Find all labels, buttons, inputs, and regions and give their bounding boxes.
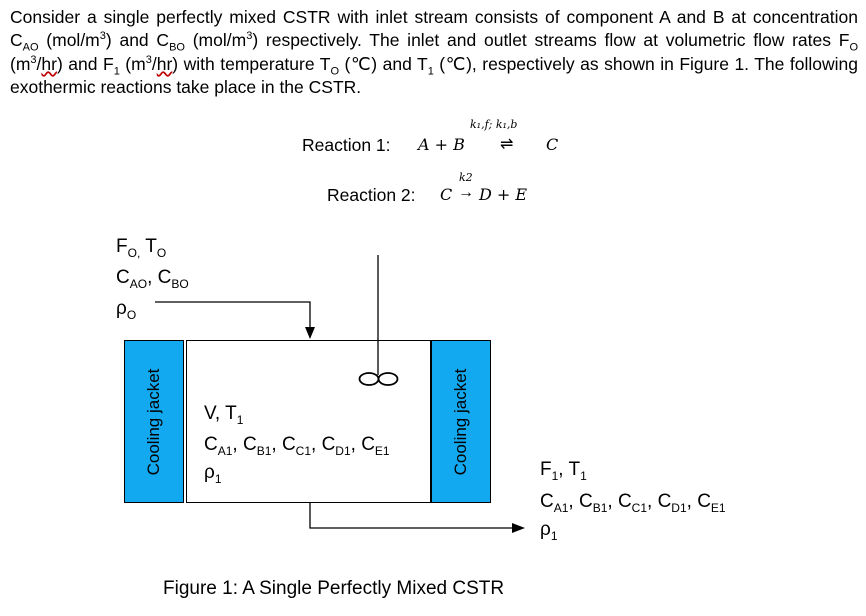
cstr-vessel [186,340,431,503]
reaction-2-products: D + E [479,185,528,204]
outlet-concentrations-label: CA1, CB1, CC1, CD1, CE1 [540,491,726,515]
outlet-flow-label: F1, T1 [540,459,587,483]
outlet-line [309,503,512,529]
reaction-1-product: C [546,135,559,154]
forward-arrow-icon: → [458,184,474,201]
reaction-1-label: Reaction 1: [302,135,391,155]
inlet-line [155,301,311,328]
reaction-2-label: Reaction 2: [327,185,416,205]
agitator-blade-right-icon [377,372,399,386]
problem-paragraph: Consider a single perfectly mixed CSTR w… [10,7,859,98]
agitator-blade-left-icon [358,372,380,386]
reaction-1-reactants: A + B [418,135,465,154]
vessel-volume-temp-label: V, T1 [204,403,244,427]
reaction-2-reactant: C [440,185,453,204]
cooling-jacket-right: Cooling jacket [431,340,491,503]
outlet-arrowhead-icon [512,523,525,533]
vessel-density-label: ρ1 [204,462,222,486]
inlet-density-label: ρO [116,298,137,322]
inlet-flow-label: FO, TO [116,236,167,260]
inlet-arrowhead-icon [305,327,315,339]
reaction-1-rate-constants: k₁,f; k₁,b [470,118,518,131]
equilibrium-arrow-icon: ⇌ [500,136,514,153]
cooling-jacket-left: Cooling jacket [124,340,184,503]
outlet-density-label: ρ1 [540,519,558,543]
reaction-2-rate-constant: k2 [459,171,473,184]
vessel-concentrations-label: CA1, CB1, CC1, CD1, CE1 [204,434,390,458]
figure-caption: Figure 1: A Single Perfectly Mixed CSTR [163,578,505,599]
inlet-concentration-label: CAO, CBO [116,267,189,291]
